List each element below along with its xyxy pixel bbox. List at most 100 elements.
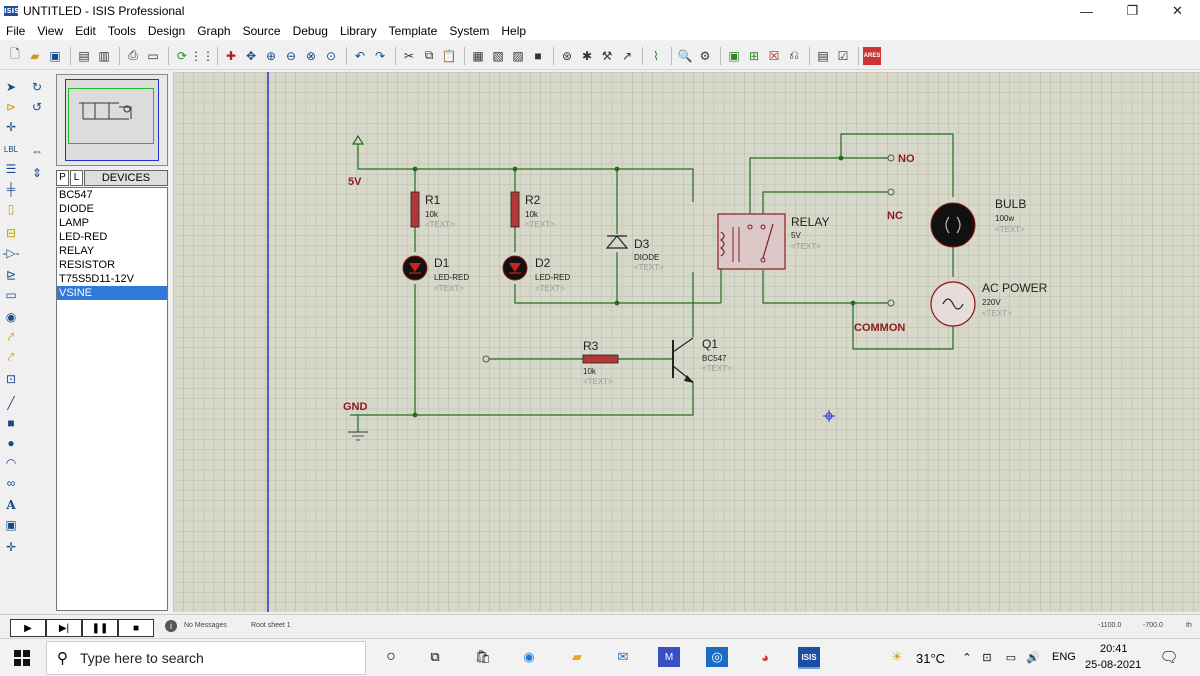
isis-taskbar-icon[interactable]: ISIS: [798, 647, 820, 669]
block-move-icon[interactable]: ▧: [492, 48, 504, 63]
text-script-icon[interactable]: ☰: [5, 162, 17, 176]
power-terminal[interactable]: 5V: [348, 134, 365, 188]
zoom-all-icon[interactable]: ⊗: [305, 48, 317, 63]
flip-vertical-icon[interactable]: ⇕: [31, 166, 43, 180]
device-item-relay[interactable]: RELAY: [59, 245, 95, 257]
library-manager-button[interactable]: L: [70, 170, 83, 186]
tape-recorder-icon[interactable]: ▭: [5, 288, 17, 302]
subcircuit-icon[interactable]: ▯: [7, 202, 15, 216]
menu-view[interactable]: View: [37, 24, 64, 38]
virtual-instruments-icon[interactable]: ⊡: [5, 372, 17, 386]
redo-icon[interactable]: ↷: [374, 48, 386, 63]
windows-start-icon[interactable]: [14, 650, 30, 666]
circle-tool-icon[interactable]: ●: [7, 436, 15, 450]
clock-time[interactable]: 20:41: [1100, 643, 1128, 655]
pick-devices-button[interactable]: P: [56, 170, 69, 186]
taskbar-search-box[interactable]: ⚲ Type here to search: [46, 641, 366, 675]
overview-viewport[interactable]: [68, 88, 154, 144]
block-copy-icon[interactable]: ▦: [472, 48, 484, 63]
refresh-icon[interactable]: ⟳: [176, 48, 188, 63]
block-delete-icon[interactable]: ■: [534, 48, 542, 63]
arc-tool-icon[interactable]: ◠: [5, 456, 17, 470]
stop-button[interactable]: ■: [118, 619, 154, 637]
diode-d3[interactable]: D3 DIODE <TEXT>: [605, 235, 664, 272]
print-area-icon[interactable]: ▭: [147, 48, 159, 63]
close-button[interactable]: ✕: [1172, 3, 1183, 18]
language-indicator[interactable]: ENG: [1052, 651, 1076, 663]
marker-tool-icon[interactable]: ✛: [5, 540, 17, 554]
file-explorer-icon[interactable]: ▰: [572, 649, 582, 664]
mail-icon[interactable]: ✉: [617, 649, 629, 664]
path-tool-icon[interactable]: ∞: [6, 476, 16, 490]
export-icon[interactable]: ▥: [98, 48, 110, 63]
device-item-t75s5d11[interactable]: T75S5D11-12V: [59, 273, 135, 285]
menu-design[interactable]: Design: [147, 24, 186, 38]
add-sheet-icon[interactable]: ⊞: [748, 48, 760, 63]
menu-tools[interactable]: Tools: [107, 24, 136, 38]
battery-icon[interactable]: ▭: [1005, 651, 1017, 664]
menu-graph[interactable]: Graph: [197, 24, 231, 38]
menu-library[interactable]: Library: [339, 24, 377, 38]
zoom-out-icon[interactable]: ⊖: [285, 48, 297, 63]
play-button[interactable]: ▶: [10, 619, 46, 637]
schematic-canvas[interactable]: 5V GND R1 10k <TEXT> R2 10k <TEXT>: [173, 72, 1200, 612]
component-mode-icon[interactable]: ⊳: [5, 100, 17, 114]
zoom-area-icon[interactable]: ⊙: [325, 48, 337, 63]
edge-icon[interactable]: ◉: [523, 649, 535, 664]
pick-device-icon[interactable]: ⊛: [561, 48, 573, 63]
bulb-lamp[interactable]: BULB 100w <TEXT>: [930, 197, 1026, 248]
property-tool-icon[interactable]: ⚙: [699, 48, 711, 63]
wire-autorouter-icon[interactable]: ⌇: [653, 48, 659, 63]
current-probe-icon[interactable]: ⤤: [7, 349, 15, 364]
device-item-bc547[interactable]: BC547: [59, 189, 93, 201]
packaging-tool-icon[interactable]: ⚒: [601, 48, 613, 63]
box-tool-icon[interactable]: ■: [7, 416, 15, 430]
menu-template[interactable]: Template: [388, 24, 438, 38]
rotate-clockwise-icon[interactable]: ↻: [31, 80, 43, 94]
menu-system[interactable]: System: [449, 24, 490, 38]
junction-dot-icon[interactable]: ✛: [5, 120, 17, 134]
text-tool-icon[interactable]: A: [6, 498, 16, 512]
store-icon[interactable]: 🛍: [474, 649, 492, 664]
block-rotate-icon[interactable]: ▨: [512, 48, 524, 63]
weather-temperature[interactable]: 31°C: [916, 651, 946, 666]
line-tool-icon[interactable]: ╱: [7, 396, 15, 410]
device-item-led-red[interactable]: LED-RED: [59, 231, 108, 243]
cortana-icon[interactable]: ○: [386, 648, 396, 665]
restore-button[interactable]: ❐: [1126, 3, 1139, 18]
new-file-icon[interactable]: 🗋: [10, 47, 20, 61]
graph-mode-icon[interactable]: ⊵: [5, 268, 17, 282]
origin-icon[interactable]: ✚: [225, 48, 237, 63]
pause-button[interactable]: ❚❚: [82, 619, 118, 637]
bill-of-materials-icon[interactable]: ▤: [817, 48, 829, 63]
remove-sheet-icon[interactable]: ☒: [768, 48, 780, 63]
electrical-check-icon[interactable]: ☑: [837, 48, 849, 63]
ares-icon[interactable]: ARES: [863, 46, 881, 65]
import-icon[interactable]: ▤: [78, 48, 90, 63]
decompose-icon[interactable]: ↗: [621, 48, 633, 63]
device-item-diode[interactable]: DIODE: [59, 203, 94, 215]
undo-icon[interactable]: ↶: [354, 48, 366, 63]
copy-icon[interactable]: ⧉: [424, 48, 434, 62]
schematic-drawing[interactable]: 5V GND R1 10k <TEXT> R2 10k <TEXT>: [173, 72, 1200, 612]
terminals-icon[interactable]: ⊟: [5, 226, 17, 240]
pan-icon[interactable]: ✥: [245, 48, 257, 63]
save-icon[interactable]: ▣: [49, 48, 61, 63]
clock-date[interactable]: 25-08-2021: [1085, 659, 1142, 671]
device-pins-icon[interactable]: -▷-: [2, 246, 20, 260]
cut-icon[interactable]: ✂: [403, 48, 415, 63]
relay[interactable]: RELAY 5V <TEXT>: [717, 213, 829, 270]
flip-horizontal-icon[interactable]: ⇔: [31, 144, 43, 158]
search-tag-icon[interactable]: 🔍: [677, 48, 693, 63]
make-device-icon[interactable]: ✱: [581, 48, 593, 63]
step-button[interactable]: ▶|: [46, 619, 82, 637]
print-icon[interactable]: ⎙: [128, 48, 138, 62]
app-blue-icon[interactable]: ◎: [706, 647, 728, 667]
chrome-icon[interactable]: ◕: [761, 649, 769, 665]
exit-parent-icon[interactable]: ⎌: [789, 48, 799, 62]
menu-source[interactable]: Source: [242, 24, 281, 38]
transistor-q1[interactable]: Q1 BC547 <TEXT>: [672, 337, 732, 383]
led-d1[interactable]: D1 LED-RED <TEXT>: [402, 255, 469, 293]
weather-icon[interactable]: ☀: [891, 649, 903, 664]
menu-edit[interactable]: Edit: [75, 24, 96, 38]
